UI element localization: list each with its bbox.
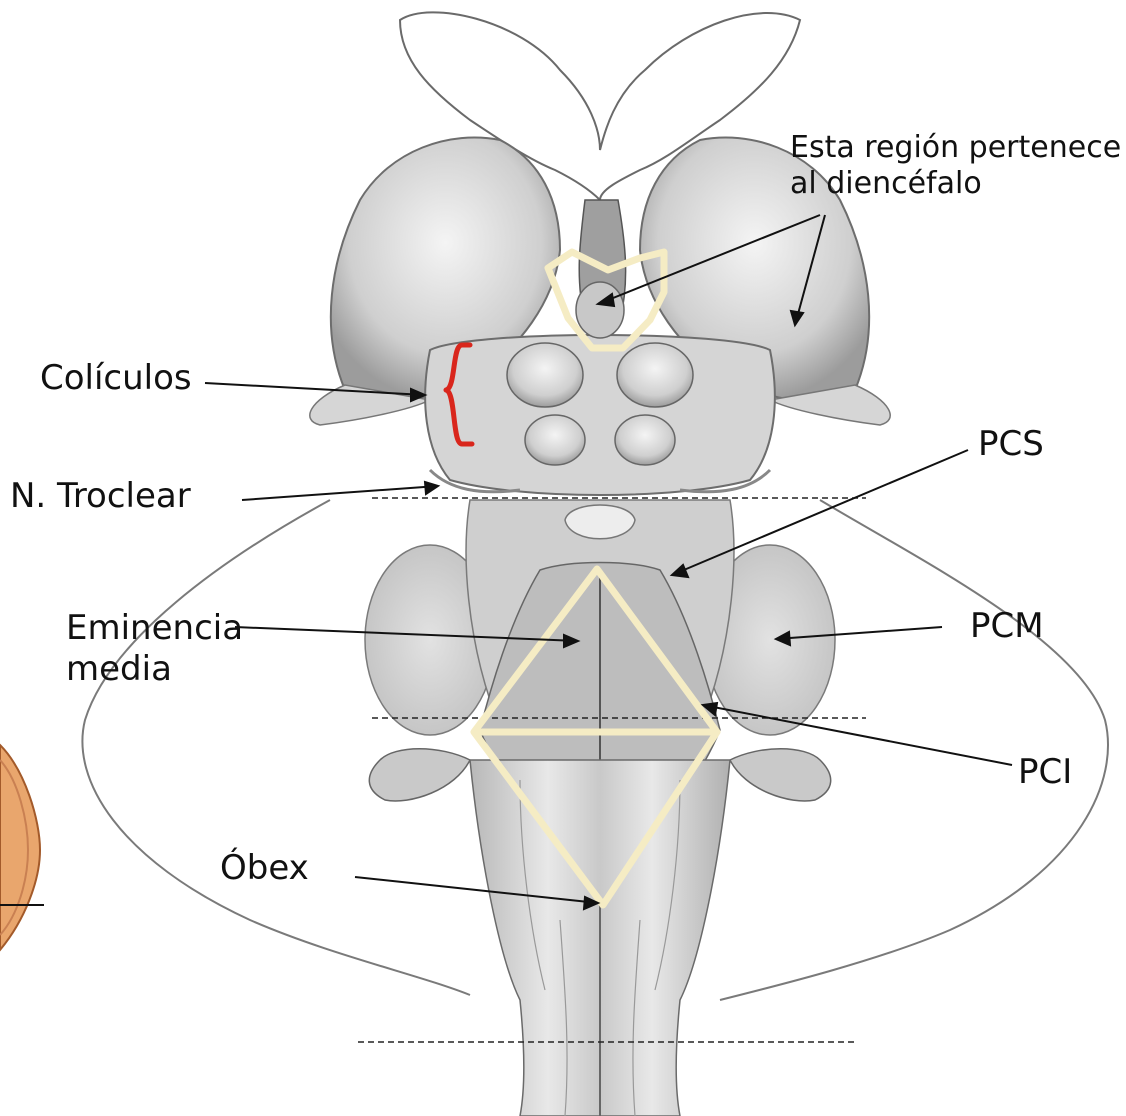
label-eminencia-media: Eminencia media (66, 608, 243, 690)
label-eminencia-line1: Eminencia (66, 608, 243, 649)
label-pcm: PCM (970, 606, 1044, 647)
label-pci: PCI (1018, 752, 1072, 793)
right-flocculus (730, 749, 831, 801)
label-diencefalo-line2: al diencéfalo (790, 166, 1121, 202)
superior-medullary-velum (565, 505, 635, 539)
label-diencefalo-line1: Esta región pertenece (790, 130, 1121, 166)
label-pcs: PCS (978, 424, 1044, 465)
right-inferior-colliculus (615, 415, 675, 465)
left-inferior-colliculus (525, 415, 585, 465)
label-obex: Óbex (220, 848, 309, 889)
left-flocculus (369, 749, 470, 801)
midbrain (425, 335, 775, 495)
label-coliculos: Colículos (40, 358, 192, 399)
right-superior-colliculus (617, 343, 693, 407)
cord-section-fragment (0, 745, 40, 950)
label-troclear: N. Troclear (10, 476, 191, 517)
pineal-body (576, 282, 624, 338)
label-eminencia-line2: media (66, 649, 243, 690)
label-diencefalo: Esta región pertenece al diencéfalo (790, 130, 1121, 202)
left-superior-colliculus (507, 343, 583, 407)
